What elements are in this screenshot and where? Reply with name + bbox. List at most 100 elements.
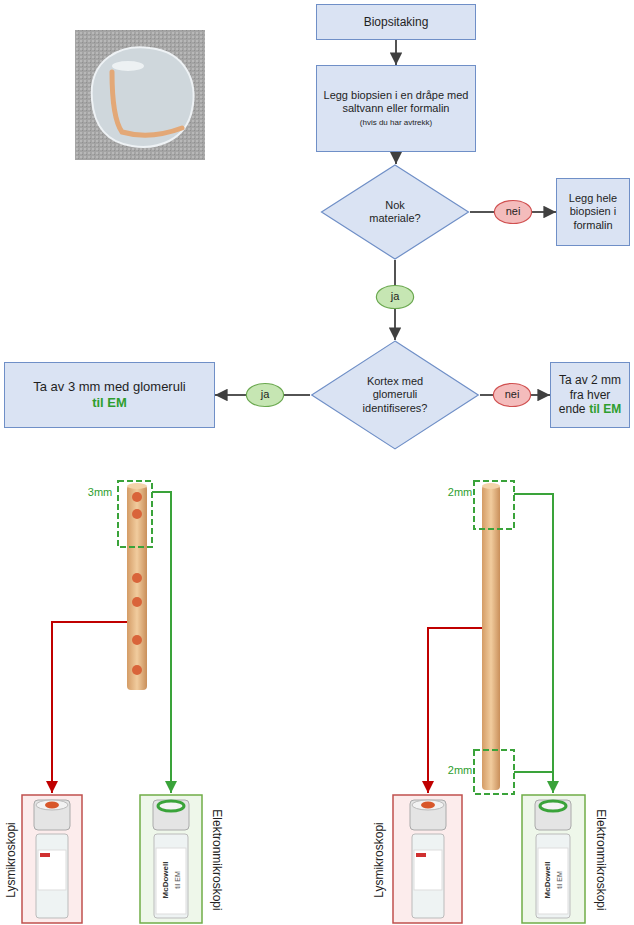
em-frame bbox=[522, 795, 585, 923]
tube-text: til EM bbox=[556, 871, 564, 889]
node-text-group: Kortex med glomeruli identifiseres? bbox=[352, 375, 438, 415]
tube-text: til EM bbox=[174, 871, 182, 889]
em-frame bbox=[140, 795, 202, 923]
node-text-group: ja bbox=[261, 388, 270, 401]
oval-shape bbox=[246, 383, 283, 406]
method-label: Elektronmikroskopi bbox=[209, 809, 223, 910]
glomerulus bbox=[132, 509, 142, 519]
node-label: til EM bbox=[589, 402, 621, 416]
node-label: Biopsitaking bbox=[364, 15, 429, 29]
tube-label bbox=[38, 850, 66, 890]
flow-connector bbox=[394, 260, 396, 285]
flow-connector bbox=[395, 152, 397, 164]
node-label: ja bbox=[261, 388, 270, 400]
node-text-group: Biopsitaking bbox=[321, 15, 471, 29]
node-label: nei bbox=[506, 205, 521, 217]
glomerulus bbox=[132, 665, 142, 675]
oval-shape bbox=[493, 383, 530, 406]
node-text-group: ja bbox=[391, 290, 400, 303]
lm-route-line bbox=[52, 622, 127, 793]
tube-cap bbox=[34, 800, 70, 830]
dimension-label: 2mm bbox=[448, 764, 472, 777]
answer-oval: nei bbox=[493, 383, 531, 407]
tube-logo bbox=[40, 853, 50, 857]
cap-top bbox=[36, 800, 68, 810]
tube-label bbox=[538, 848, 568, 914]
tube-cap bbox=[410, 800, 446, 830]
decision-diamond: Nok materiale? bbox=[320, 164, 470, 260]
connector-group bbox=[215, 40, 556, 395]
em-route-line bbox=[514, 494, 553, 793]
tube-brand: McDowell bbox=[161, 862, 170, 899]
node-label: Kortex med glomeruli identifiseres? bbox=[363, 375, 428, 413]
core-end bbox=[482, 483, 500, 489]
process-box: Ta av 2 mm fra hver endetil EM bbox=[550, 362, 630, 428]
tube-body bbox=[412, 834, 444, 918]
tube-brand: McDowell bbox=[543, 862, 552, 899]
node-label: Ta av 3 mm med glomeruli bbox=[9, 379, 210, 395]
answer-oval: ja bbox=[376, 285, 414, 309]
start-box: Biopsitaking bbox=[316, 4, 476, 40]
tube-cap bbox=[535, 800, 571, 830]
node-label: nei bbox=[505, 388, 520, 400]
node-text-group: Ta av 3 mm med glomerulitil EM bbox=[9, 379, 210, 410]
sample-dot bbox=[421, 802, 435, 809]
method-label: Lysmikroskopi bbox=[5, 822, 19, 898]
answer-oval: nei bbox=[494, 200, 532, 224]
em-route-line bbox=[514, 771, 553, 773]
photo-background bbox=[75, 30, 205, 160]
node-text-group: Legg biopsien i en dråpe med saltvann el… bbox=[321, 89, 471, 128]
node-label: ja bbox=[391, 290, 400, 302]
lm-frame bbox=[22, 795, 82, 923]
tube-label bbox=[414, 850, 442, 890]
drop-highlight bbox=[112, 61, 144, 71]
method-label: Lysmikroskopi bbox=[373, 822, 387, 898]
flow-connector bbox=[395, 40, 397, 65]
diamond-shape bbox=[312, 341, 479, 449]
saline-drop bbox=[92, 47, 194, 146]
glomerulus bbox=[132, 492, 142, 502]
flow-connector bbox=[394, 309, 396, 340]
node-label: Legg biopsien i en dråpe med saltvann el… bbox=[321, 89, 471, 115]
em-route-line bbox=[152, 492, 171, 793]
green-ring bbox=[540, 801, 566, 811]
flow-connector bbox=[480, 394, 493, 396]
oval-shape bbox=[494, 200, 531, 223]
tube-label bbox=[156, 848, 186, 914]
node-text-group: Legg hele biopsien i formalin bbox=[561, 192, 625, 232]
tube-logo bbox=[416, 853, 426, 857]
node-text-group: nei bbox=[505, 388, 520, 401]
flow-connector bbox=[470, 211, 494, 213]
process-box: Legg biopsien i en dråpe med saltvann el… bbox=[316, 65, 476, 152]
tube-body bbox=[154, 834, 188, 918]
biopsy-core bbox=[482, 485, 500, 790]
em-cut-marker bbox=[474, 481, 514, 529]
green-ring bbox=[158, 801, 184, 811]
lm-frame bbox=[393, 795, 462, 923]
flow-connector bbox=[284, 394, 310, 396]
em-cut-marker bbox=[118, 481, 152, 547]
node-text-group: nei bbox=[506, 205, 521, 218]
decision-diamond: Kortex med glomeruli identifiseres? bbox=[310, 340, 480, 450]
glomerulus bbox=[132, 635, 142, 645]
node-label: (hvis du har avtrekk) bbox=[321, 118, 471, 128]
node-label: Legg hele biopsien i formalin bbox=[569, 192, 617, 230]
node-label: til EM bbox=[9, 395, 210, 411]
biopsy-core-photo bbox=[112, 72, 182, 135]
oval-shape bbox=[376, 285, 413, 308]
node-label: Nok materiale? bbox=[369, 199, 420, 224]
glomerulus bbox=[132, 573, 142, 583]
sample-dot bbox=[45, 802, 59, 809]
flow-connector bbox=[215, 394, 246, 396]
diamond-shape bbox=[322, 165, 469, 259]
dimension-label: 3mm bbox=[88, 486, 112, 499]
tube-cap bbox=[153, 800, 189, 830]
tube-body bbox=[536, 834, 570, 918]
process-box: Ta av 3 mm med glomerulitil EM bbox=[4, 362, 215, 428]
method-label: Elektronmikroskopi bbox=[593, 809, 607, 910]
cap-top bbox=[412, 800, 444, 810]
core-end bbox=[127, 483, 147, 489]
flow-connector bbox=[531, 394, 550, 396]
process-box: Legg hele biopsien i formalin bbox=[556, 178, 630, 246]
